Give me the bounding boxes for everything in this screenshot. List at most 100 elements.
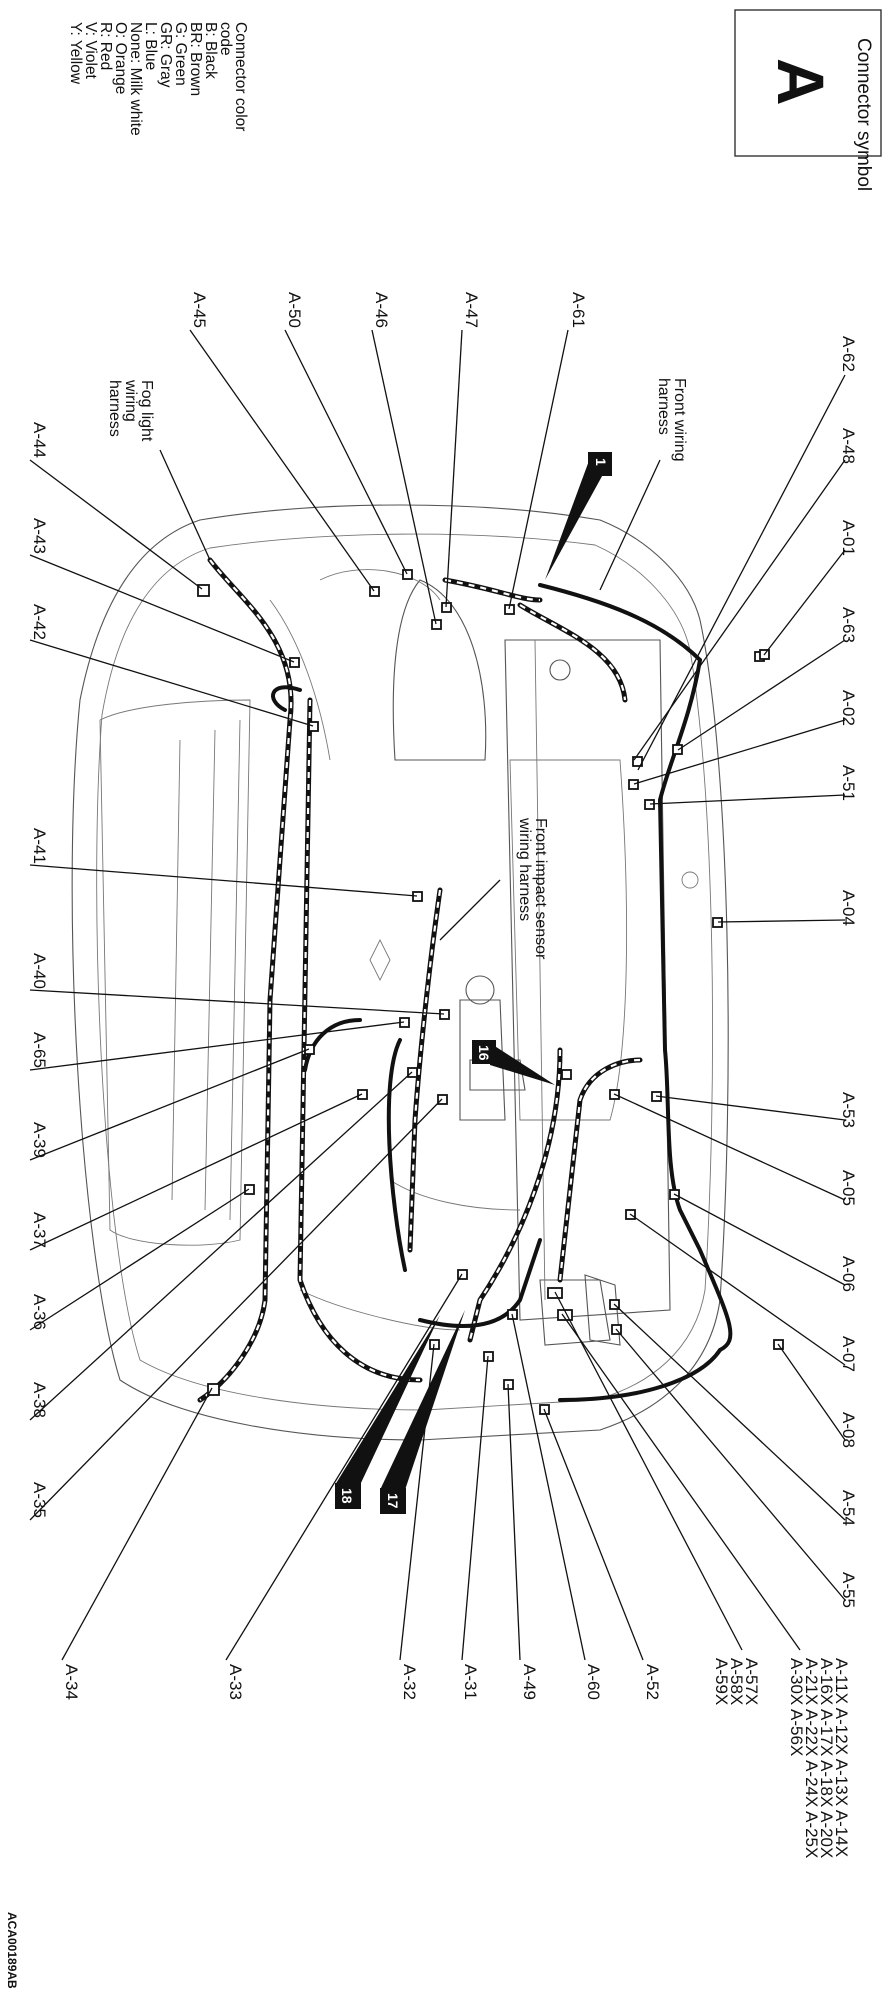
- connector-label-a39: A-39: [30, 1122, 49, 1158]
- connector-labels-bottom-row: A-52 A-60 A-49 A-31 A-32 A-33 A-34: [62, 1664, 662, 1700]
- connector-marker-a42: [308, 721, 319, 732]
- connector-label-a65: A-65: [30, 1032, 49, 1068]
- connector-marker-a33: [457, 1269, 468, 1280]
- connector-label-a47: A-47: [462, 292, 481, 328]
- connector-label-a38: A-38: [30, 1382, 49, 1418]
- connector-marker-a40: [439, 1009, 450, 1020]
- connector-label-a31: A-31: [461, 1664, 480, 1700]
- connector-marker-a36: [244, 1184, 255, 1195]
- legend-line-6: L: Blue: [142, 22, 159, 70]
- connector-group-line-2: A-16X A-17X A-18X A-20X: [817, 1658, 836, 1858]
- connector-label-a57x: A-57X: [742, 1658, 761, 1705]
- connector-label-a40: A-40: [30, 953, 49, 989]
- connector-group-line-4: A-30X A-56X: [787, 1658, 806, 1756]
- connector-marker-a45: [369, 586, 380, 597]
- connector-marker-a37: [357, 1089, 368, 1100]
- legend-line-5: GR: Gray: [157, 22, 174, 88]
- connector-marker-a41: [412, 891, 423, 902]
- front-wiring-harness-label-2: harness: [655, 378, 672, 435]
- connector-marker-a50: [402, 569, 413, 580]
- connector-labels-left-column: A-44 A-43 A-42 A-41 A-40 A-65 A-39 A-37 …: [30, 422, 49, 1518]
- connector-label-a50: A-50: [285, 292, 304, 328]
- connector-symbol-letter: A: [764, 58, 838, 106]
- connector-marker-a16-area: [561, 1069, 572, 1080]
- connector-label-a05: A-05: [839, 1170, 858, 1206]
- legend-line-3: BR: Brown: [187, 22, 204, 96]
- vehicle-outline: [71, 504, 729, 1441]
- connector-label-a04: A-04: [839, 890, 858, 926]
- connector-marker-a39: [304, 1044, 315, 1055]
- connector-symbol-box: Connector symbol A: [734, 9, 882, 191]
- connector-labels-bottom-group: A-11X A-12X A-13X A-14X A-16X A-17X A-18…: [712, 1658, 851, 1858]
- connector-label-a36: A-36: [30, 1294, 49, 1330]
- callout-16: 16: [476, 1045, 492, 1061]
- connector-label-a49: A-49: [520, 1664, 539, 1700]
- connector-marker-a35: [437, 1094, 448, 1105]
- connector-marker-a02: [628, 779, 639, 790]
- callout-flags: 1 16 17 18: [335, 452, 612, 1514]
- connector-label-a45: A-45: [190, 292, 209, 328]
- connector-labels-right-column: A-62 A-48 A-01 A-63 A-02 A-51 A-04 A-53 …: [839, 336, 858, 1608]
- connector-marker-a44: [197, 584, 210, 597]
- color-code-legend: Connector color code B: Black BR: Brown …: [67, 22, 249, 136]
- front-wiring-harness-label-1: Front wiring: [671, 378, 688, 462]
- connector-label-a43: A-43: [30, 518, 49, 554]
- connector-group-line-3: A-21X A-22X A-24X A-25X: [802, 1658, 821, 1858]
- connector-label-a37: A-37: [30, 1212, 49, 1248]
- fog-light-harness-label-3: harness: [106, 380, 123, 437]
- connector-label-a46: A-46: [372, 292, 391, 328]
- leader-lines: [29, 329, 846, 1661]
- legend-line-2: B: Black: [202, 22, 219, 79]
- connector-label-a02: A-02: [839, 690, 858, 726]
- connector-label-a53: A-53: [839, 1092, 858, 1128]
- legend-line-10: V: Violet: [82, 22, 99, 80]
- connector-labels-top-row: A-61 A-47 A-46 A-50 A-45: [190, 292, 588, 328]
- callout-17: 17: [385, 1493, 401, 1509]
- callout-18: 18: [339, 1488, 355, 1504]
- harness-labels: Front wiring harness Fog light wiring ha…: [106, 378, 688, 960]
- connector-label-a42: A-42: [30, 604, 49, 640]
- fog-light-harness-label-1: Fog light: [138, 380, 155, 442]
- connector-label-a59x: A-59X: [712, 1658, 731, 1705]
- front-impact-harness-label-1: Front impact sensor: [532, 818, 549, 960]
- document-id: ACA00189AB: [5, 1912, 19, 1989]
- connector-marker-a34: [207, 1383, 220, 1396]
- connector-label-a32: A-32: [400, 1664, 419, 1700]
- connector-label-a08: A-08: [839, 1412, 858, 1448]
- connector-label-a51: A-51: [839, 765, 858, 801]
- legend-line-1: code: [217, 22, 234, 56]
- connector-marker-a43: [289, 657, 300, 668]
- connector-label-a60: A-60: [584, 1664, 603, 1700]
- connector-label-a58x: A-58X: [727, 1658, 746, 1705]
- connector-label-a48: A-48: [839, 428, 858, 464]
- connector-label-a01: A-01: [839, 520, 858, 556]
- connector-label-a35: A-35: [30, 1482, 49, 1518]
- legend-line-9: R: Red: [97, 22, 114, 70]
- connector-label-a33: A-33: [226, 1664, 245, 1700]
- connector-group-line-1: A-11X A-12X A-13X A-14X: [832, 1658, 851, 1857]
- legend-line-0: Connector color: [232, 22, 249, 131]
- callout-1: 1: [593, 458, 609, 466]
- connector-label-a61: A-61: [569, 292, 588, 328]
- fog-light-harness-label-2: wiring: [122, 379, 139, 422]
- connector-label-a52: A-52: [643, 1664, 662, 1700]
- connector-symbol-title-1: Connector symbol: [853, 38, 874, 191]
- connector-marker-a38: [407, 1067, 418, 1078]
- connector-marker-a46: [431, 619, 442, 630]
- connector-label-a06: A-06: [839, 1256, 858, 1292]
- front-impact-harness-label-2: wiring harness: [516, 817, 533, 921]
- connector-label-a41: A-41: [30, 828, 49, 864]
- legend-line-4: G: Green: [172, 22, 189, 86]
- legend-line-11: Y: Yellow: [67, 22, 84, 85]
- legend-line-8: O: Orange: [112, 22, 129, 94]
- connector-label-a62: A-62: [839, 336, 858, 372]
- connector-label-a44: A-44: [30, 422, 49, 458]
- connector-label-a34: A-34: [62, 1664, 81, 1700]
- connector-label-a63: A-63: [839, 607, 858, 643]
- connector-marker-a63: [672, 744, 683, 755]
- harness-routes: [197, 557, 733, 1403]
- connector-marker-a51: [644, 799, 655, 810]
- connector-label-a55: A-55: [839, 1572, 858, 1608]
- connector-label-a54: A-54: [839, 1490, 858, 1526]
